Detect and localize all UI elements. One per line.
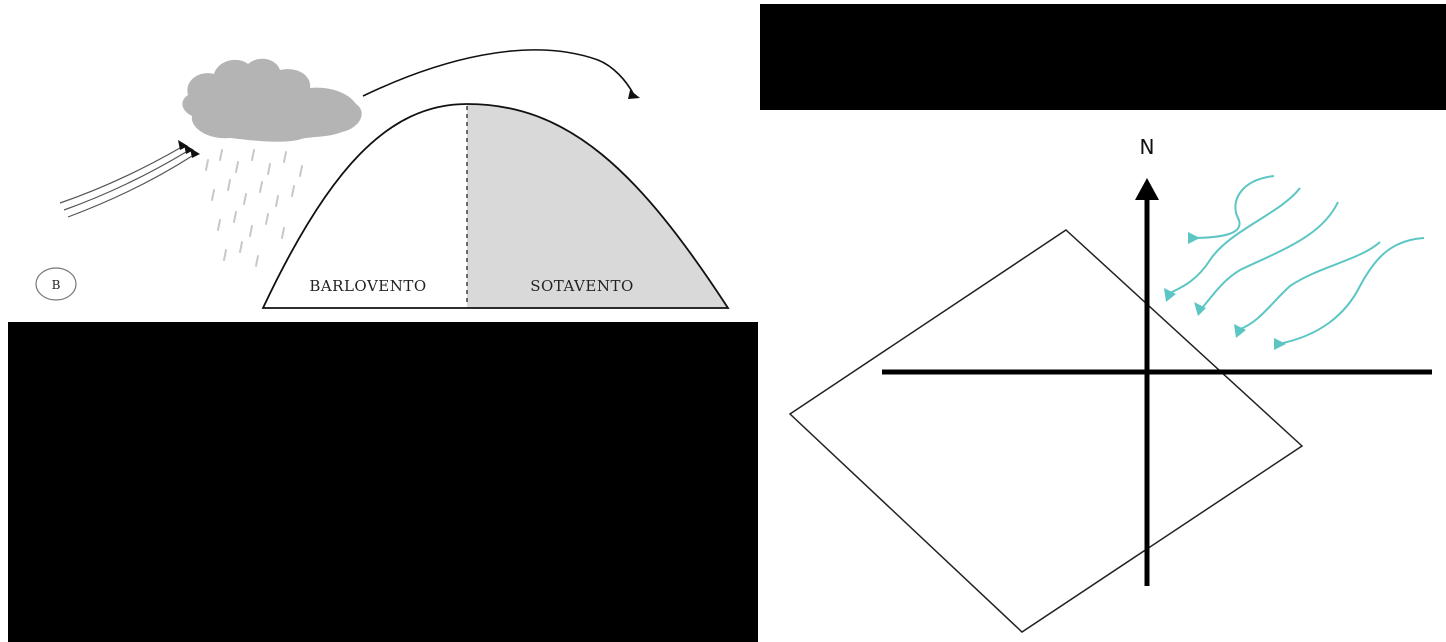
wind-arrow-5 — [1278, 238, 1424, 344]
incoming-wind-lines — [60, 148, 192, 217]
building-outline — [790, 230, 1302, 632]
wind-arrow-3 — [1200, 202, 1338, 310]
wind-arrows — [1168, 176, 1424, 344]
rain-drops — [206, 150, 302, 266]
leeward-label: SOTAVENTO — [530, 277, 634, 295]
windward-label: BARLOVENTO — [309, 277, 426, 295]
airflow-arrowhead — [628, 90, 640, 99]
orographic-diagram: BARLOVENTO SOTAVENTO B — [8, 0, 758, 322]
wind-arrow-4 — [1238, 242, 1380, 330]
left-margin — [0, 0, 8, 642]
wind-arrow-1 — [1190, 176, 1274, 238]
airflow-arrow — [363, 50, 634, 96]
black-block-lower-left — [8, 322, 758, 642]
black-block-top-right — [760, 4, 1446, 110]
orographic-diagram-panel: BARLOVENTO SOTAVENTO B — [8, 0, 758, 322]
cloud-shape — [182, 59, 361, 142]
wind-arrow-2 — [1168, 188, 1300, 294]
wind-arrowheads-teal — [1164, 232, 1286, 350]
orientation-diagram-panel: N — [760, 110, 1446, 642]
legend-symbol: B — [52, 278, 61, 292]
orientation-diagram: N — [760, 110, 1446, 642]
north-arrowhead — [1135, 178, 1159, 200]
north-label: N — [1140, 135, 1155, 159]
